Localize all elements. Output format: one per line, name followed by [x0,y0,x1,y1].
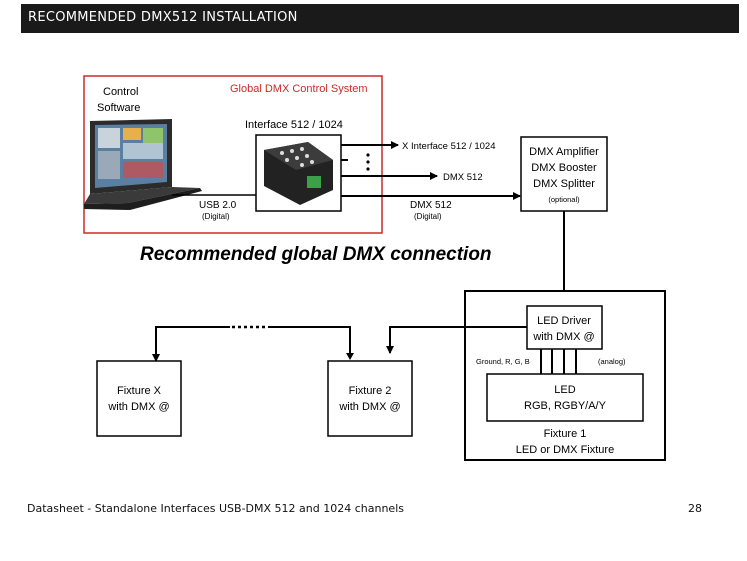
diagram-caption: Recommended global DMX connection [140,244,492,265]
fixture2-line1: Fixture 2 [349,385,392,397]
led-box [486,373,644,422]
fixture1-line1: Fixture 1 [544,428,587,440]
amplifier-line2: DMX Booster [531,162,597,174]
fixturex-line2: with DMX @ [107,401,169,413]
dmx512-label: DMX 512 [443,172,483,183]
fixturex-box [96,360,182,437]
laptop-icon [84,119,202,210]
usb-dmx-interface-icon [264,142,333,205]
fixture2-in-arrowhead [346,353,354,360]
ground-label: Ground, R, G, B [476,357,530,366]
led-driver-line1: LED Driver [537,315,591,327]
amplifier-note: (optional) [548,195,580,204]
usb-sub: (Digital) [202,212,230,221]
dot-2 [366,160,370,164]
usb-label: USB 2.0 [199,200,237,211]
dots-vertical [366,153,370,157]
led-line2: RGB, RGBY/A/Y [524,400,607,412]
footer-text: Datasheet - Standalone Interfaces USB-DM… [27,502,404,515]
control-software-line1: Control [103,86,138,98]
interface-title: Interface 512 / 1024 [245,119,343,131]
led-driver-line2: with DMX @ [532,331,594,343]
x-interface-label: X Interface 512 / 1024 [402,141,495,152]
page-title: RECOMMENDED DMX512 INSTALLATION [28,10,298,25]
fixture1-line2: LED or DMX Fixture [516,444,614,456]
global-system-label: Global DMX Control System [230,83,368,95]
dmx512-digital-label: DMX 512 [410,200,452,211]
header-bar: RECOMMENDED DMX512 INSTALLATION [21,4,739,33]
fixture2-box [327,360,413,437]
analog-label: (analog) [598,357,626,366]
fixture2-to-fixturex-line-a [268,326,351,353]
global-system-frame [83,75,383,234]
page-number: 28 [688,502,702,515]
control-software-line2: Software [97,102,140,114]
led-driver-box [526,305,603,350]
dmx512-digital-sub: (Digital) [414,212,442,221]
dmx-amplifier-box [520,136,608,212]
led-line1: LED [554,384,575,396]
fixturex-line1: Fixture X [117,385,162,397]
fixture2-line2: with DMX @ [338,401,400,413]
fixture2-to-fixturex-line-b [152,326,230,362]
dot-3 [366,167,370,171]
amplifier-line1: DMX Amplifier [529,146,599,158]
driver-to-fixture2-line [386,326,527,354]
amplifier-line3: DMX Splitter [533,178,595,190]
